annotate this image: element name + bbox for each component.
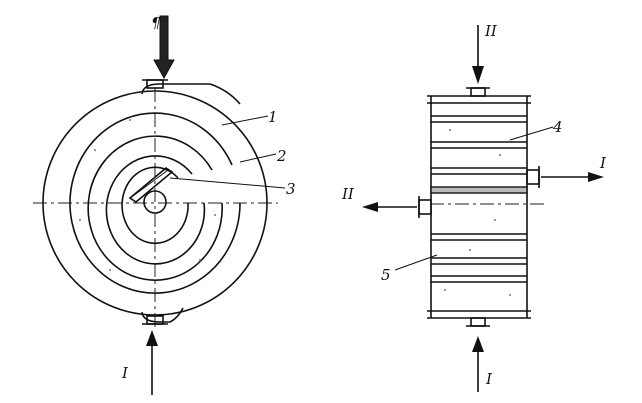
spiral-wall-3 — [105, 155, 206, 265]
callout-4: 4 — [552, 118, 563, 136]
central-partition — [430, 186, 528, 194]
spiral-wall-inner — [121, 166, 189, 245]
right-side-nozzle — [526, 169, 540, 185]
leader-4 — [509, 126, 554, 141]
partition-hatch — [132, 169, 169, 197]
bottom-inlet-arrow-head — [146, 330, 158, 346]
top-header-bulge — [141, 83, 241, 105]
right-top-nozzle — [470, 87, 486, 97]
top-inlet-label: ¶ — [151, 14, 161, 32]
callout-1: 1 — [268, 108, 278, 126]
bottom-inlet-I-arrow-head — [472, 336, 484, 352]
callout-2: 2 — [276, 147, 287, 165]
left-outlet-arrow-head — [362, 202, 378, 212]
outer-casing — [42, 90, 268, 316]
callout-3: 3 — [286, 180, 296, 198]
left-outlet-label: II — [341, 185, 355, 203]
leader-3 — [169, 177, 286, 189]
top-inlet-arrow — [153, 15, 175, 80]
partition-plate — [128, 167, 174, 203]
callout-5: 5 — [381, 266, 391, 284]
bottom-header-bulge — [141, 307, 184, 323]
right-outlet-label: I — [599, 154, 607, 172]
leader-5 — [394, 254, 438, 271]
leader-2 — [239, 153, 277, 163]
top-inlet-II-arrow-head — [472, 66, 484, 84]
right-bottom-nozzle — [470, 317, 486, 327]
right-outlet-arrow-head — [588, 172, 604, 182]
spiral-wall-2 — [87, 135, 223, 281]
central-core — [143, 190, 167, 214]
left-view: ¶ I 1 2 3 — [33, 14, 296, 395]
right-view: II I I II 4 5 — [341, 22, 607, 392]
bottom-inlet-label: I — [121, 364, 129, 382]
bottom-inlet-I-label: I — [485, 370, 493, 388]
top-inlet-II-label: II — [484, 22, 498, 40]
channel-sheets — [430, 115, 528, 283]
leader-1 — [221, 115, 269, 126]
spiral-wall-outer — [69, 112, 241, 294]
left-side-nozzle — [418, 199, 432, 215]
